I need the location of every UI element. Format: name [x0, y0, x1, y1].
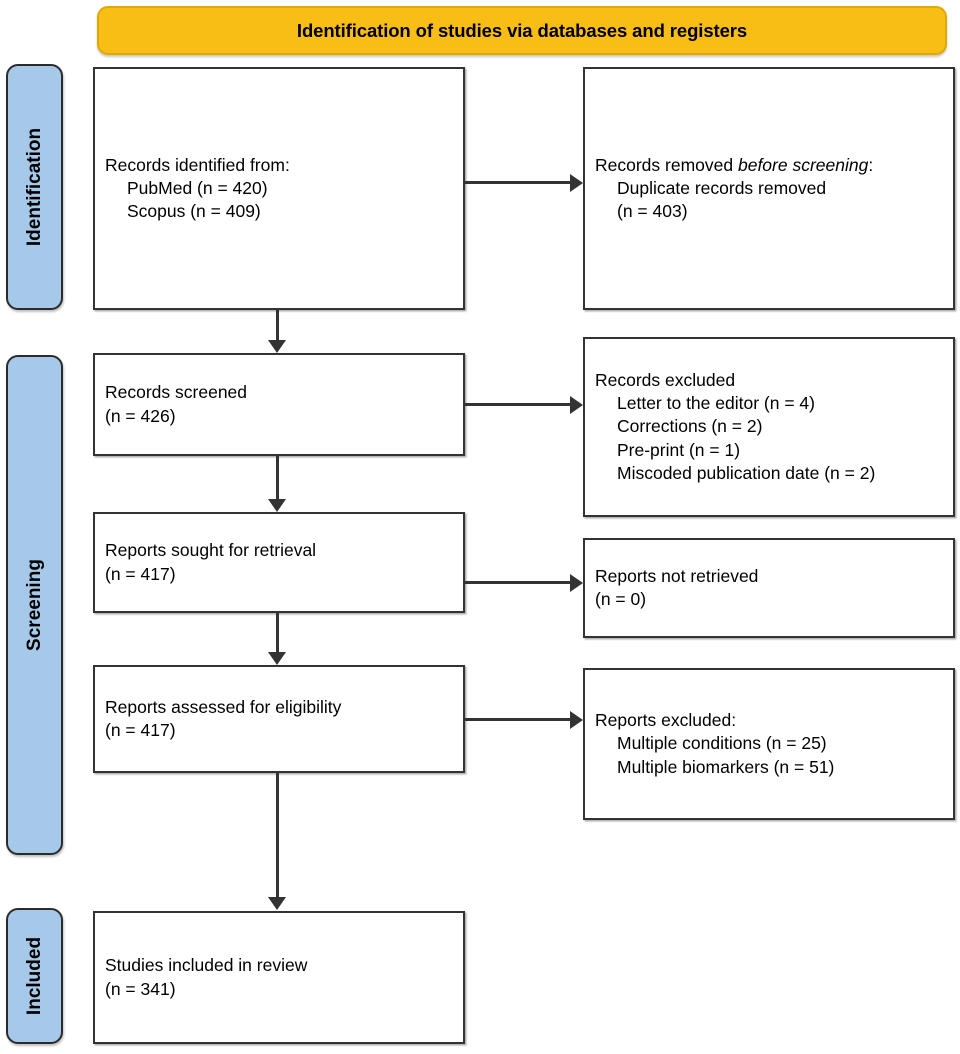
- stage-label-screening-text: Screening: [23, 559, 45, 651]
- studies-included-count: (n = 341): [105, 978, 176, 999]
- box-studies-included: Studies included in review (n = 341): [93, 911, 465, 1044]
- connector-screened-to-records-excluded: [465, 403, 572, 406]
- connector-sought-to-assessed: [276, 613, 279, 652]
- connector-assessed-to-reports-excluded: [465, 718, 572, 721]
- connector-identified-to-removed: [465, 181, 572, 184]
- box-reports-assessed: Reports assessed for eligibility (n = 41…: [93, 665, 465, 773]
- records-removed-heading: Records removed before screening:: [595, 154, 943, 177]
- reports-sought-count: (n = 417): [105, 563, 176, 584]
- box-records-excluded: Records excluded Letter to the editor (n…: [583, 337, 955, 517]
- reports-excluded-conditions: Multiple conditions (n = 25): [617, 733, 827, 754]
- reports-assessed-count: (n = 417): [105, 720, 176, 740]
- arrowhead-down-icon: [268, 499, 286, 512]
- arrowhead-right-icon: [570, 573, 583, 592]
- records-removed-heading-c: :: [868, 154, 874, 175]
- box-records-screened: Records screened (n = 426): [93, 353, 465, 456]
- records-excluded-corrections: Corrections (n = 2): [617, 416, 763, 437]
- reports-assessed-heading: Reports assessed for eligibility: [105, 696, 342, 717]
- connector-screened-to-sought: [276, 456, 279, 500]
- records-screened-count: (n = 426): [105, 405, 176, 426]
- box-reports-not-retrieved: Reports not retrieved (n = 0): [583, 538, 955, 638]
- records-removed-duplicates: Duplicate records removed: [617, 177, 827, 198]
- records-identified-pubmed: PubMed (n = 420): [127, 177, 268, 198]
- records-identified-heading: Records identified from:: [105, 154, 290, 175]
- records-identified-scopus: Scopus (n = 409): [127, 201, 261, 222]
- box-reports-excluded: Reports excluded: Multiple conditions (n…: [583, 668, 955, 820]
- reports-not-retrieved-count: (n = 0): [595, 589, 647, 609]
- connector-identified-to-screened: [276, 310, 279, 342]
- records-screened-heading: Records screened: [105, 382, 248, 403]
- reports-sought-heading: Reports sought for retrieval: [105, 540, 317, 561]
- arrowhead-right-icon: [570, 173, 583, 192]
- reports-excluded-biomarkers: Multiple biomarkers (n = 51): [617, 756, 835, 777]
- records-removed-heading-italic: before screening: [737, 154, 869, 175]
- records-excluded-preprint: Pre-print (n = 1): [617, 439, 741, 460]
- records-excluded-heading: Records excluded: [595, 369, 736, 390]
- connector-assessed-to-included: [276, 773, 279, 898]
- diagram-title: Identification of studies via databases …: [296, 19, 748, 41]
- stage-label-identification-text: Identification: [23, 127, 45, 247]
- connector-sought-to-not-retrieved: [465, 581, 572, 584]
- stage-label-included-text: Included: [23, 936, 45, 1016]
- arrowhead-down-icon: [268, 340, 286, 353]
- arrowhead-right-icon: [570, 395, 583, 414]
- records-excluded-miscoded: Miscoded publication date (n = 2): [617, 462, 876, 483]
- reports-not-retrieved-heading: Reports not retrieved: [595, 565, 759, 586]
- studies-included-heading: Studies included in review: [105, 955, 308, 976]
- box-reports-sought: Reports sought for retrieval (n = 417): [93, 512, 465, 613]
- reports-excluded-heading: Reports excluded:: [595, 710, 737, 731]
- records-removed-duplicates-count: (n = 403): [617, 201, 688, 222]
- records-excluded-letter: Letter to the editor (n = 4): [617, 393, 815, 414]
- arrowhead-right-icon: [570, 710, 583, 729]
- diagram-header-banner: Identification of studies via databases …: [97, 6, 947, 55]
- box-records-identified: Records identified from: PubMed (n = 420…: [93, 67, 465, 310]
- stage-label-included: Included: [6, 908, 63, 1044]
- box-records-removed: Records removed before screening: Duplic…: [583, 67, 955, 310]
- arrowhead-down-icon: [268, 652, 286, 665]
- stage-label-screening: Screening: [6, 355, 63, 855]
- arrowhead-down-icon: [268, 897, 286, 910]
- records-removed-heading-a: Records removed: [595, 154, 738, 175]
- stage-label-identification: Identification: [6, 64, 63, 310]
